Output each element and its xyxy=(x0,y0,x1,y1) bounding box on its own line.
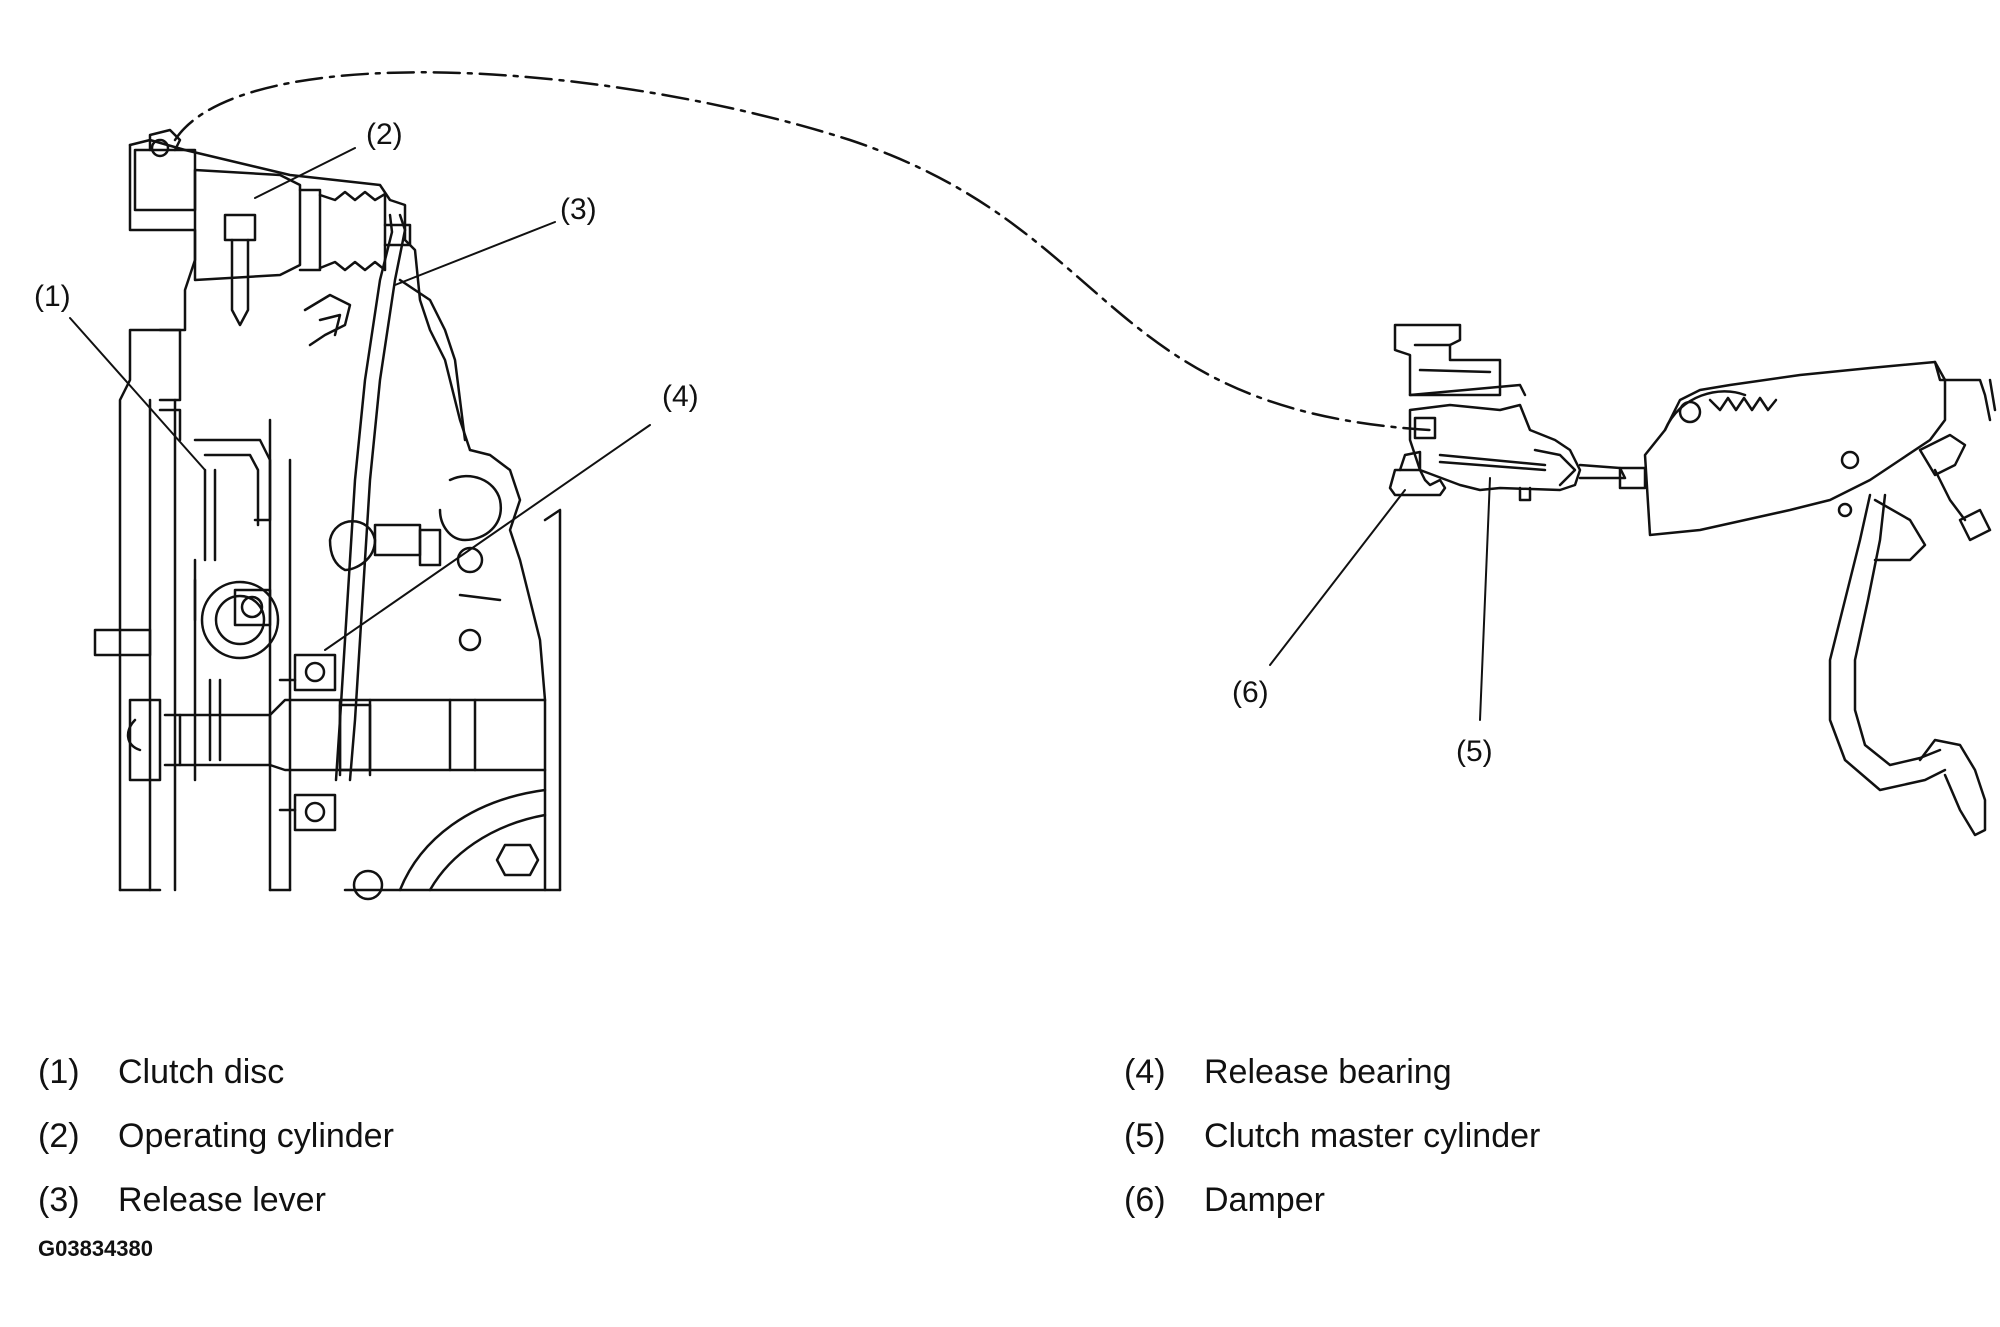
legend-left: (1) Clutch disc (2) Operating cylinder (… xyxy=(38,1040,938,1232)
housing-lower-right xyxy=(352,474,547,901)
legend-item: (3) Release lever xyxy=(38,1168,938,1232)
leader-lines xyxy=(69,147,1491,721)
callout-2: (2) xyxy=(366,118,403,151)
reservoir xyxy=(1393,323,1527,397)
legend-label: Release bearing xyxy=(1204,1052,1452,1091)
input-shaft xyxy=(93,628,547,782)
callout-6: (6) xyxy=(1232,676,1269,709)
leader-2 xyxy=(254,147,356,199)
pedal-bracket xyxy=(1643,360,1992,537)
callout-1: (1) xyxy=(34,280,71,313)
callout-4: (4) xyxy=(662,380,699,413)
clutch-pedal xyxy=(1828,378,1997,837)
legend-item: (2) Operating cylinder xyxy=(38,1104,938,1168)
release-lever xyxy=(303,213,467,782)
clutch-master-cylinder xyxy=(1408,403,1647,502)
legend-number: (6) xyxy=(1124,1180,1166,1219)
operating-cylinder xyxy=(133,128,412,327)
legend-label: Clutch disc xyxy=(118,1052,285,1091)
leader-3 xyxy=(394,221,556,286)
legend-number: (1) xyxy=(38,1052,80,1091)
leader-1 xyxy=(69,317,206,471)
callout-3: (3) xyxy=(560,193,597,226)
legend-number: (5) xyxy=(1124,1116,1166,1155)
clutch-disc xyxy=(158,328,272,762)
leader-4 xyxy=(324,424,651,651)
legend-label: Release lever xyxy=(118,1180,326,1219)
legend-right: (4) Release bearing (5) Clutch master cy… xyxy=(1124,1040,2000,1232)
legend-item: (5) Clutch master cylinder xyxy=(1124,1104,2000,1168)
figure-id: G03834380 xyxy=(38,1236,153,1261)
clutch-system-diagram xyxy=(69,71,1997,901)
release-bearing xyxy=(278,520,442,832)
hydraulic-line xyxy=(173,71,1432,432)
legend-number: (4) xyxy=(1124,1052,1166,1091)
damper xyxy=(1388,450,1447,497)
callout-5: (5) xyxy=(1456,735,1493,768)
leader-6 xyxy=(1269,489,1406,666)
pilot-bearing xyxy=(200,580,280,660)
leader-5 xyxy=(1479,477,1491,721)
legend-item: (6) Damper xyxy=(1124,1168,2000,1232)
legend-item: (4) Release bearing xyxy=(1124,1040,2000,1104)
transmission-housing xyxy=(118,138,562,892)
legend-number: (2) xyxy=(38,1116,80,1155)
pedal-switch xyxy=(1873,433,1992,562)
legend-label: Operating cylinder xyxy=(118,1116,394,1155)
legend-number: (3) xyxy=(38,1180,80,1219)
legend-item: (1) Clutch disc xyxy=(38,1040,938,1104)
legend-label: Damper xyxy=(1204,1180,1325,1219)
legend-label: Clutch master cylinder xyxy=(1204,1116,1541,1155)
